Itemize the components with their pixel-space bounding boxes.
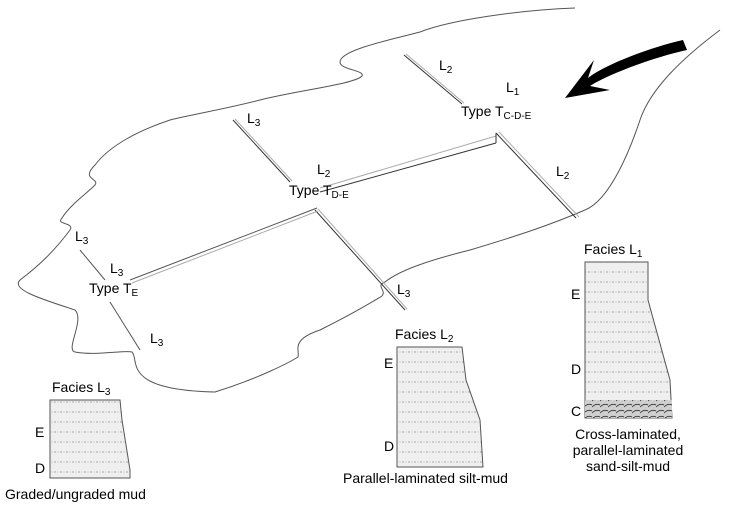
facies-l1-letter-e: E <box>571 286 581 302</box>
type-tcde-facies: L1 <box>506 79 520 98</box>
type-tde-label: Type TD-E <box>289 182 349 201</box>
facies-column-l1 <box>584 261 673 419</box>
facies-l1-title: Facies L1 <box>584 241 643 260</box>
facies-column-l2 <box>396 346 484 468</box>
facies-l1-letter-d: D <box>571 361 582 377</box>
line-label-l3-lower-mid: L3 <box>397 281 411 300</box>
facies-l2-letter-d: D <box>384 438 395 454</box>
facies-l2-letter-e: E <box>384 355 394 371</box>
line-label-l3-upper: L3 <box>247 110 261 129</box>
arrow-icon <box>565 40 687 98</box>
lobe-outline <box>17 7 721 393</box>
facies-column-l3 <box>49 399 131 479</box>
facies-l3-caption: Graded/ungraded mud <box>5 486 146 502</box>
facies-l3-letter-d: D <box>35 460 46 476</box>
line-label-l3-bottom-left: L3 <box>150 330 164 349</box>
line-label-l2-upper-left: L2 <box>439 57 453 76</box>
facies-l1-caption-3: sand-silt-mud <box>585 458 671 474</box>
line-label-l3-far-left: L3 <box>75 228 89 247</box>
facies-l1-caption-2: parallel-laminated <box>572 442 684 458</box>
facies-l3-letter-e: E <box>35 424 45 440</box>
channel-lines <box>79 53 580 351</box>
type-te-label: Type TE <box>89 280 139 299</box>
facies-l3-title: Facies L3 <box>52 379 111 398</box>
type-tde-facies: L2 <box>317 161 331 180</box>
type-te-facies: L3 <box>110 260 124 279</box>
type-tcde-label: Type TC-D-E <box>461 103 532 122</box>
facies-l1-letter-c: C <box>571 403 582 419</box>
facies-l1-caption-1: Cross-laminated, <box>575 426 681 442</box>
facies-l2-title: Facies L2 <box>395 326 454 345</box>
line-label-l2-right: L2 <box>556 163 570 182</box>
facies-l2-caption: Parallel-laminated silt-mud <box>343 470 508 486</box>
